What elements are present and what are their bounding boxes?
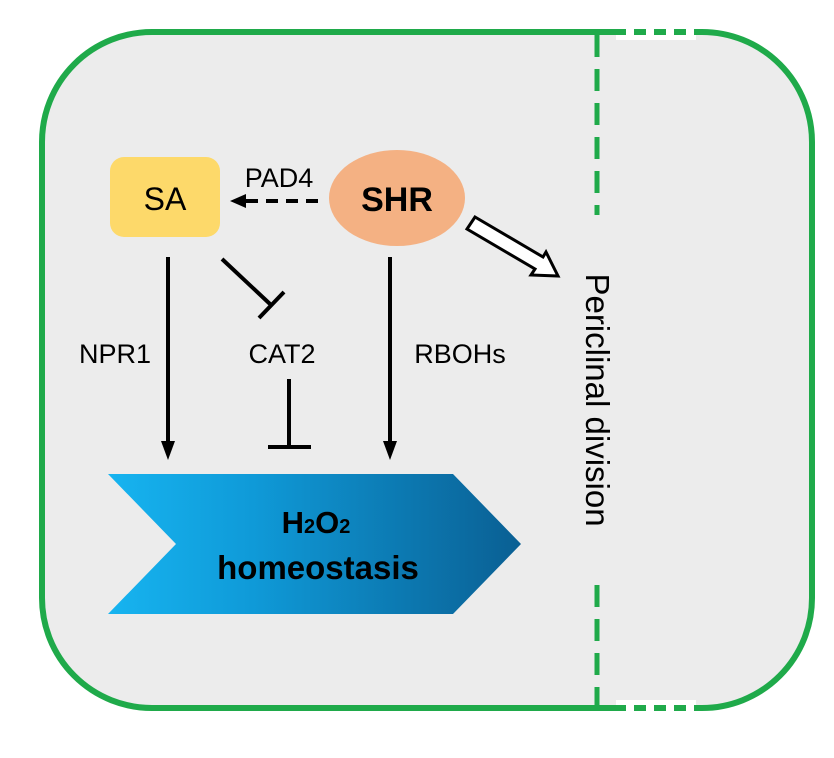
cat2-label: CAT2: [248, 339, 315, 369]
pad4-arrow-head: [230, 194, 246, 208]
periclinal-division-label: Periclinal division: [579, 273, 616, 526]
h2o2-homeostasis-chevron: [108, 474, 521, 614]
sa-inhibits-cat2-bar: [257, 290, 286, 320]
shr-label: SHR: [361, 181, 433, 219]
sa-inhibits-cat2-line: [220, 257, 272, 306]
homeostasis-label: homeostasis: [217, 549, 419, 586]
shr-node: [329, 150, 465, 246]
periclinal-hollow-arrow: [464, 214, 561, 278]
rbohs-arrow-head: [383, 441, 397, 460]
npr1-arrow-head: [161, 441, 175, 460]
sa-label: SA: [144, 181, 187, 217]
sa-node: [110, 157, 220, 237]
npr1-label: NPR1: [79, 339, 151, 369]
rbohs-label: RBOHs: [414, 339, 506, 369]
h2o2-label: H2O2: [282, 505, 351, 540]
pad4-label: PAD4: [245, 163, 314, 193]
